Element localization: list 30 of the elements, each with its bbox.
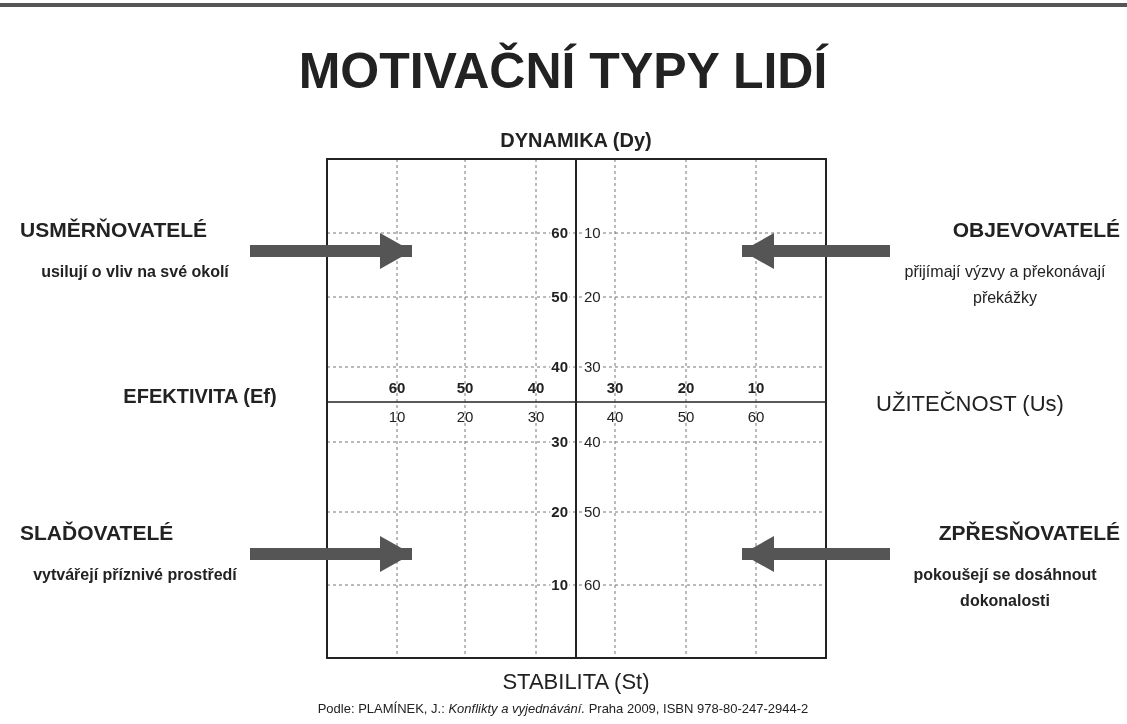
arrow — [742, 233, 890, 269]
tick-label: 30 — [606, 379, 624, 397]
type-heading: ZPŘESŇOVATELÉ — [937, 520, 1120, 546]
tick-label: 60 — [747, 408, 765, 426]
arrow — [250, 233, 412, 269]
axis-label: EFEKTIVITA (Ef) — [123, 384, 277, 408]
tick-label: 50 — [456, 379, 474, 397]
axis-label: UŽITEČNOST (Us) — [876, 391, 1064, 417]
type-description: usilují o vliv na své okolí — [40, 262, 230, 282]
tick-label: 20 — [456, 408, 474, 426]
title: MOTIVAČNÍ TYPY LIDÍ — [298, 43, 828, 101]
type-heading: OBJEVOVATELÉ — [951, 217, 1120, 243]
type-heading: USMĚRŇOVATELÉ — [20, 217, 209, 243]
axis-label: STABILITA (St) — [502, 669, 650, 695]
arrow — [742, 536, 890, 572]
type-description: pokoušejí se dosáhnout dokonalosti — [912, 565, 1098, 611]
tick-label: 30 — [527, 408, 545, 426]
source-citation: Podle: PLAMÍNEK, J.: Konflikty a vyjednávání. Praha 2009, ISBN 978-80-247-2944-2 — [317, 701, 809, 717]
type-heading: SLAĎOVATELÉ — [20, 520, 175, 546]
tick-label: 60 — [388, 379, 406, 397]
axis-label: DYNAMIKA (Dy) — [500, 128, 652, 152]
arrow — [250, 536, 412, 572]
tick-label: 50 — [677, 408, 695, 426]
tick-label: 40 — [606, 408, 624, 426]
type-description: vytvářejí příznivé prostředí — [32, 565, 238, 585]
tick-label: 20 — [677, 379, 695, 397]
tick-label: 10 — [747, 379, 765, 397]
tick-label: 10 — [388, 408, 406, 426]
type-description: přijímají výzvy a překonávají překážky — [903, 262, 1107, 308]
tick-label: 40 — [527, 379, 545, 397]
